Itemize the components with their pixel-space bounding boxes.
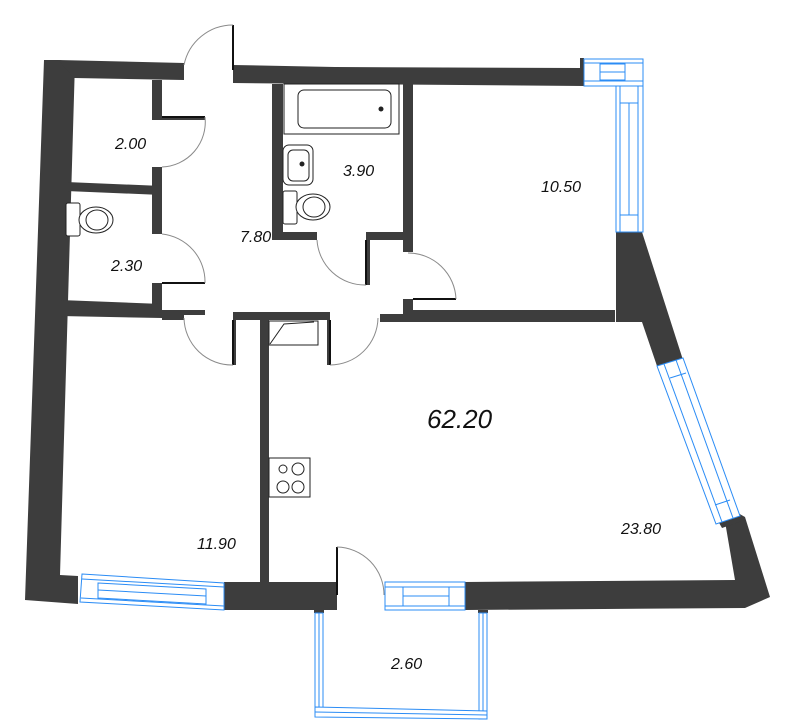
room-area-storage: 2.00 [115, 136, 147, 153]
room-area-wc: 2.30 [111, 258, 143, 275]
cabinet-icon [268, 320, 319, 346]
windows [79, 58, 741, 720]
room-area-bathroom: 3.90 [343, 163, 375, 180]
room-area-bedroom-small: 10.50 [541, 179, 582, 196]
fixtures [65, 83, 400, 498]
toilet-icon [282, 190, 331, 225]
room-area-living-kitchen: 23.80 [621, 521, 662, 538]
room-area-hallway: 7.80 [240, 229, 272, 246]
total-area-label: 62.20 [427, 404, 493, 434]
room-area-balcony: 2.60 [391, 656, 423, 673]
toilet-icon [65, 202, 114, 237]
doors [161, 24, 457, 596]
room-area-bedroom: 11.90 [197, 536, 236, 553]
walls [25, 58, 770, 610]
stove-icon [268, 457, 311, 498]
